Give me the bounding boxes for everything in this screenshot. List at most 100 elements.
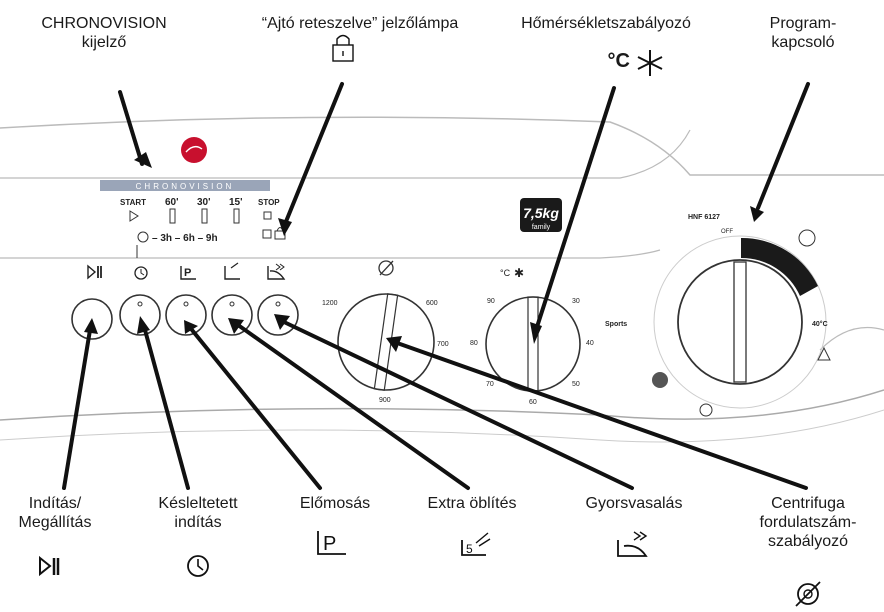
callout-program-line2: kapcsoló [771,34,835,51]
capacity-value: 7,5kg [523,205,559,221]
snowflake-icon [637,50,663,76]
arrow-temperature [534,86,616,332]
temp-tick-70: 70 [486,381,494,388]
temp-tick-80: 80 [470,340,478,347]
callout-temperature: Hőmérsékletszabályozó [521,15,691,32]
callout-delayed-start-line1: Késleltetett [158,495,238,512]
timeline-60-indicator [169,208,176,224]
callout-extra-rinse: Extra öblítés [427,495,517,512]
program-dial-dark-segment [741,237,818,296]
arrowheads [84,152,764,352]
program-aa40-label: 40°C [812,320,828,328]
spin-tick-900: 900 [379,397,391,404]
spin-legend-icon [797,583,819,605]
hoover-logo-swoosh [185,145,203,153]
chronovision-bar-text: CHRONOVISION [136,182,235,191]
spin-icon-slash [379,260,394,276]
callout-delayed-start-line2: indítás [174,514,222,531]
spin-icon [378,260,394,276]
callout-program-line1: Program- [769,15,837,32]
delay-timer-icon [134,266,148,280]
door-lock-led [262,229,272,239]
door-lock-padlock-icon [332,44,354,62]
program-flask-icon [817,346,831,361]
arrow-door-lock [283,82,344,226]
quick-iron-icon [267,266,286,280]
temp-tick-30: 30 [572,298,580,305]
delay-hours-text: – 3h – 6h – 9h [152,233,218,244]
timeline-30: 30' [197,197,211,208]
extra-rinse-button[interactable] [211,294,253,336]
spin-tick-1200: 1200 [322,300,338,307]
arrow-spin [398,342,808,490]
callout-delayed-start: Késleltetett indítás [142,494,254,532]
capacity-badge [520,198,562,232]
extra-rinse-led [229,301,235,307]
callout-start-pause: Indítás/ Megállítás [0,494,110,532]
delayed-start-legend-hands [197,559,204,571]
temp-tick-90: 90 [487,298,495,305]
callout-chronovision: CHRONOVISION kijelző [24,14,184,52]
spin-tick-600: 600 [426,300,438,307]
callout-quick-iron: Gyorsvasalás [585,495,683,512]
program-selector-dial[interactable] [677,259,803,385]
model-number: HNF 6127 [688,214,720,221]
timeline-stop-indicator [263,211,272,220]
extra-rinse-legend-spray [475,532,491,547]
callout-spin-control-line2: fordulatszám- [759,514,857,531]
start-pause-legend-icon [39,555,52,577]
temperature-dial[interactable] [485,296,581,392]
callout-prewash: Előmosás [299,495,371,512]
delayed-start-button[interactable] [119,294,161,336]
arrow-prewash [190,328,322,490]
timeline-15: 15' [229,197,243,208]
display-top-line [0,129,691,179]
extra-rinse-legend-icon [461,540,486,556]
spin-speed-dial[interactable] [337,293,435,391]
timeline-stop: STOP [258,198,280,207]
program-off-label: OFF [721,229,733,235]
callout-start-pause-line1: Indítás/ [28,495,82,512]
arrow-program [756,82,810,210]
extra-rinse-legend-digit: 5 [466,542,473,556]
temp-tick-60: 60 [529,399,537,406]
callout-spin-control-line3: szabályozó [767,533,849,550]
door-lock-led-icon [274,230,286,240]
program-spin-icon [699,403,713,417]
callout-chronovision-line1: CHRONOVISION [41,15,167,32]
panel-bottom-edge [0,389,884,421]
prewash-icon [180,266,196,280]
delayed-start-led [137,301,143,307]
delay-clock-icon [137,231,149,243]
panel-right-curve [819,326,884,351]
spin-tick-700: 700 [437,341,449,348]
spin-legend-icon-inner [803,589,813,599]
extra-rinse-icon-spray [230,262,239,269]
temp-tick-50: 50 [572,381,580,388]
door-lock-padlock-shackle [336,34,350,45]
prewash-led [183,301,189,307]
prewash-button[interactable] [165,294,207,336]
hoover-logo [181,137,207,163]
quick-iron-legend-arrows [633,531,648,541]
panel-shadow-edge [0,409,884,443]
panel-top-edge [0,116,884,176]
quick-iron-led [275,301,281,307]
prewash-legend-icon [317,531,346,555]
quick-iron-icon-arrows [275,263,285,271]
timeline-start: START [120,198,146,207]
callout-spin-control-line1: Centrifuga [771,495,845,512]
extra-rinse-icon [224,266,240,280]
arrow-delayed-start [143,328,190,490]
callout-door-lock: “Ajtó reteszelve” jelzőlámpa [261,15,459,32]
timeline-60: 60' [165,197,179,208]
program-wool-icon [798,229,816,247]
prewash-icon-letter: P [184,267,191,279]
delay-timer-icon-hands [140,269,145,276]
callout-temperature-unit: °C [607,50,630,72]
timeline-15-indicator [233,208,240,224]
arrow-quick-iron [282,320,634,490]
timeline-30-indicator [201,208,208,224]
